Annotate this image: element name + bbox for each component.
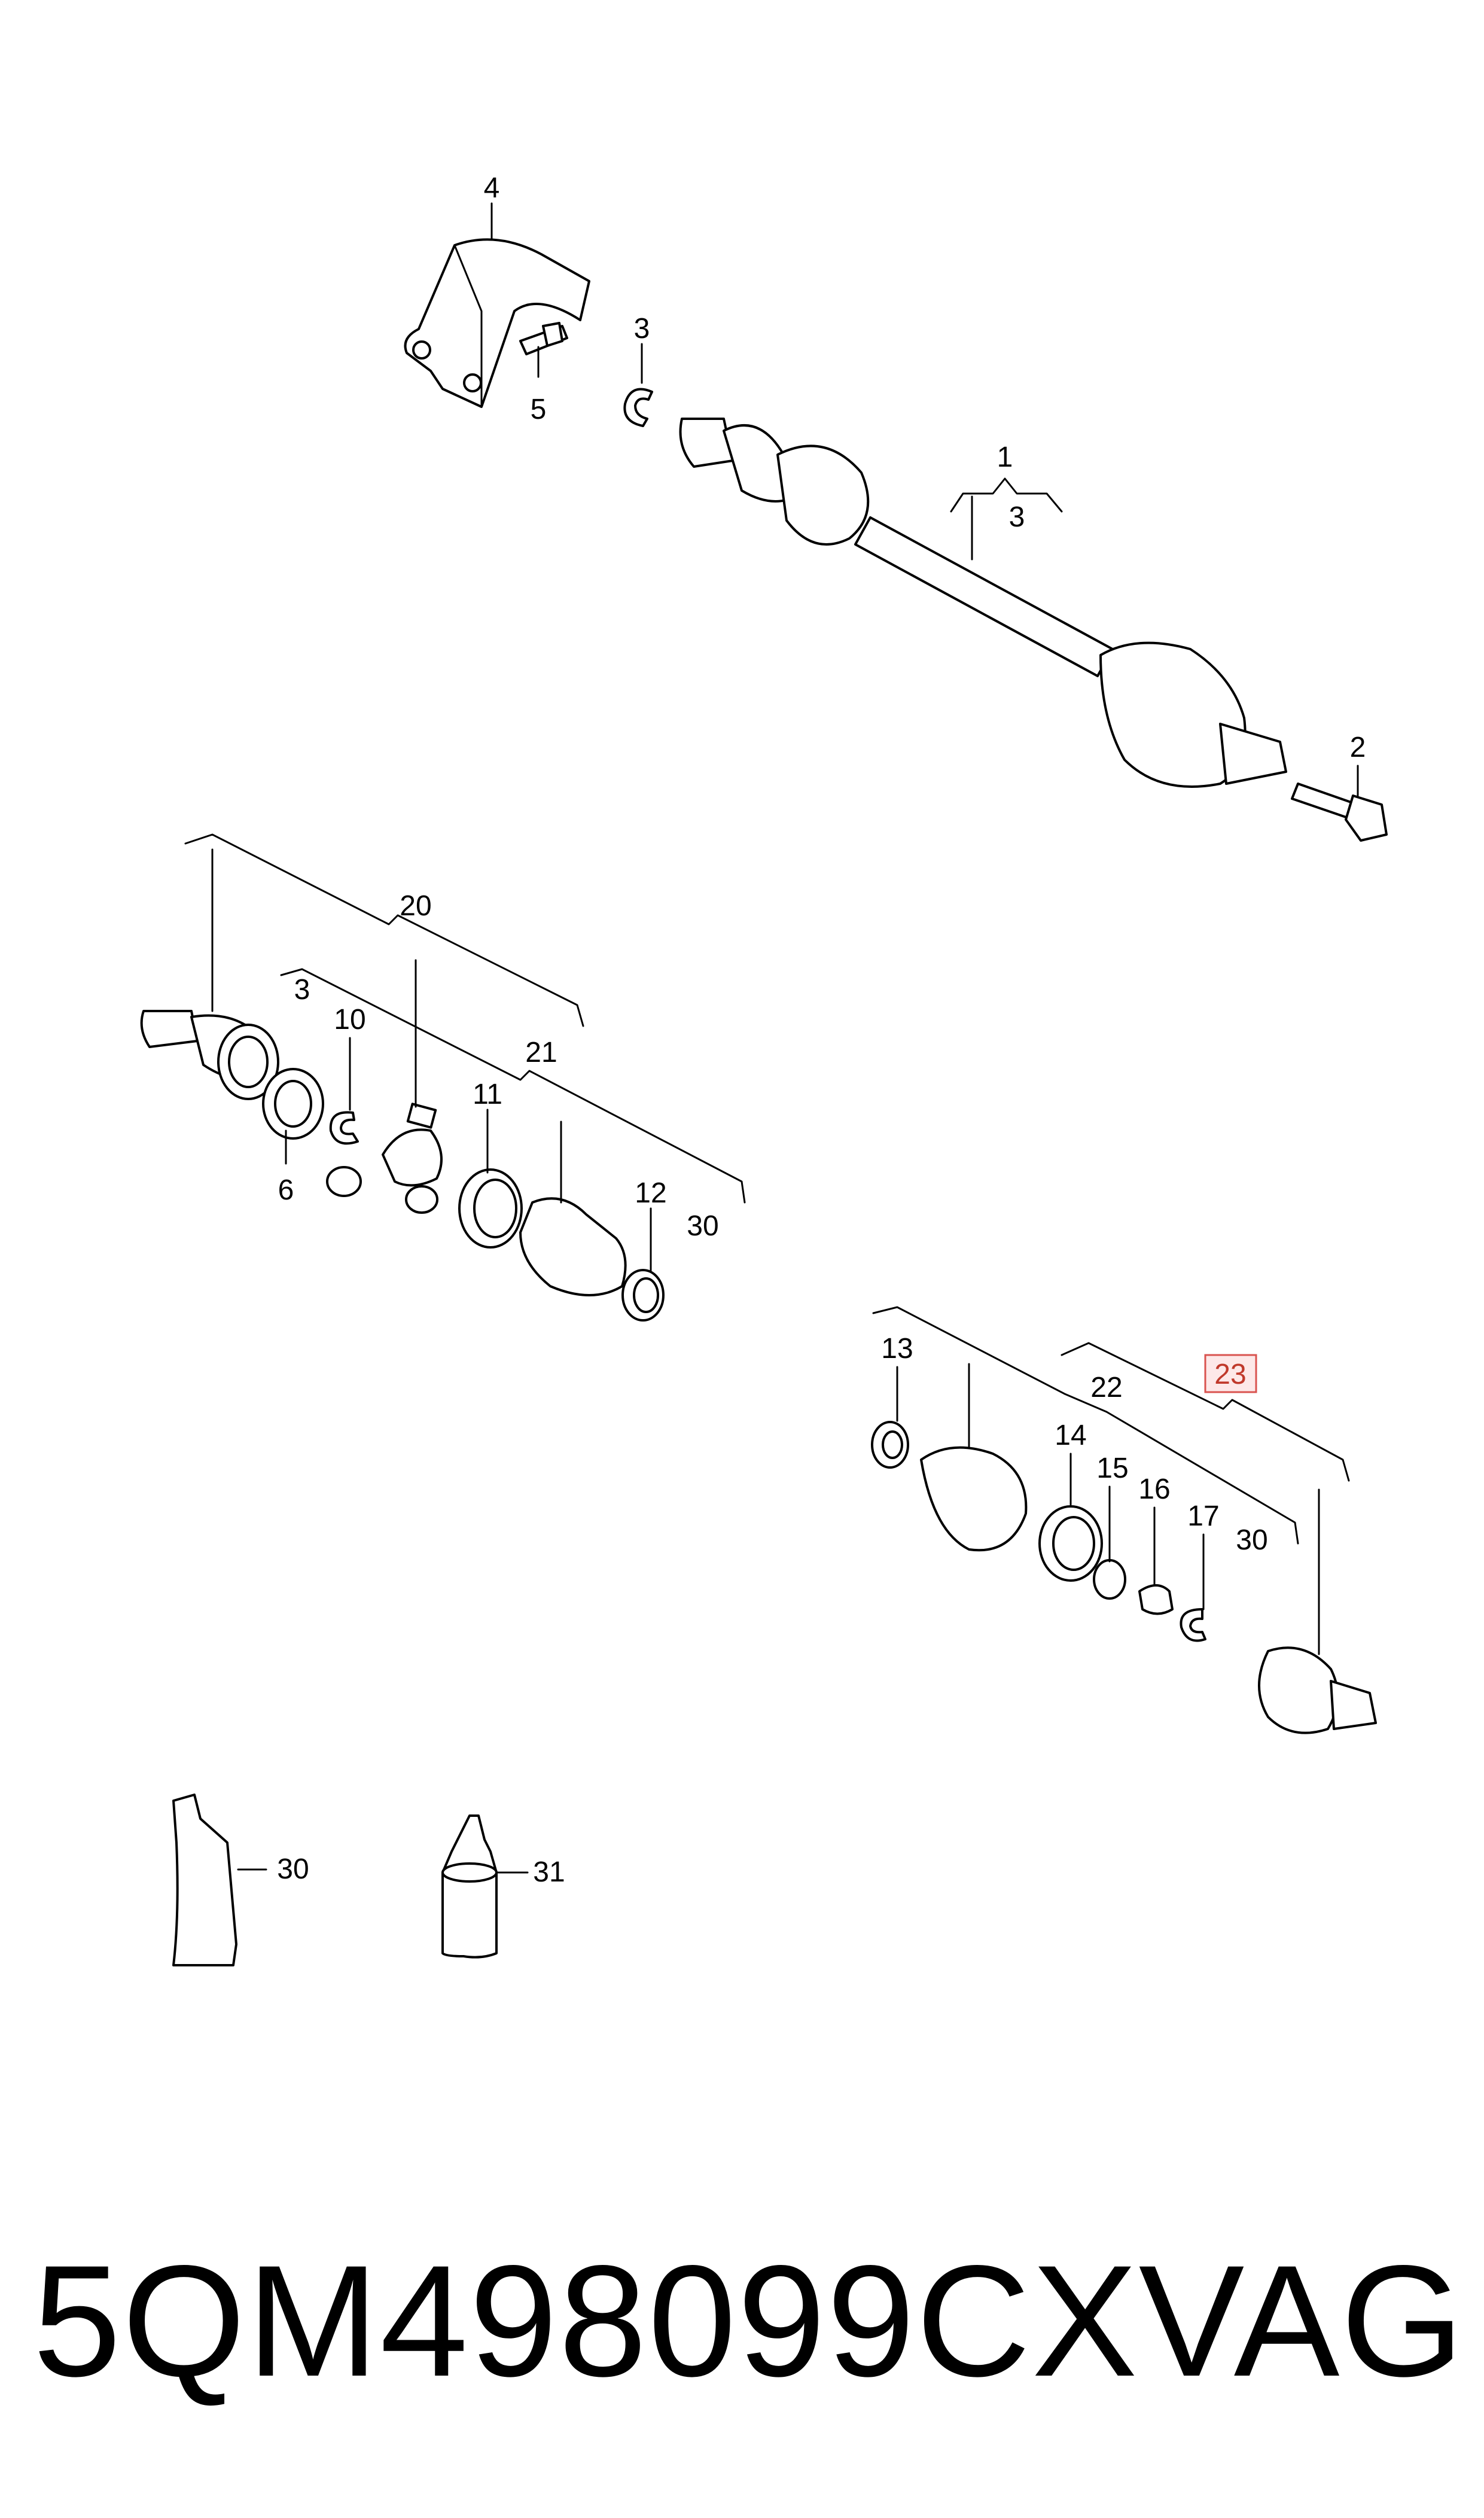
callout-22: 22 xyxy=(1090,1372,1122,1403)
callout-17: 17 xyxy=(1187,1500,1219,1532)
footer: 5QM498099CX VAG xyxy=(33,2225,1464,2417)
callout-15: 15 xyxy=(1096,1453,1128,1484)
callout-10: 10 xyxy=(334,1004,365,1036)
drive-shaft-assembly xyxy=(404,238,1388,842)
grease-tube xyxy=(172,1794,267,1966)
callout-labels: 4 5 3 1 3 2 20 3 10 21 11 6 12 30 13 22 … xyxy=(277,172,1366,1888)
callout-4: 4 xyxy=(484,172,500,204)
outer-joint-kit xyxy=(871,1421,1377,1734)
callout-30: 30 xyxy=(687,1210,718,1242)
callout-3: 3 xyxy=(294,974,310,1006)
callout-23: 23 xyxy=(1214,1359,1246,1390)
leader-lines xyxy=(184,202,1359,1655)
callout-12: 12 xyxy=(635,1177,666,1209)
callout-20: 20 xyxy=(400,890,431,922)
callout-1: 1 xyxy=(997,442,1013,473)
callout-3: 3 xyxy=(634,313,650,345)
callout-31: 31 xyxy=(533,1856,565,1888)
callout-5: 5 xyxy=(531,394,547,425)
callout-13: 13 xyxy=(881,1333,913,1365)
callout-2: 2 xyxy=(1350,732,1366,763)
callout-3: 3 xyxy=(1009,501,1025,533)
callout-21: 21 xyxy=(525,1037,557,1068)
callout-23-highlight: 23 xyxy=(1204,1354,1257,1393)
callout-14: 14 xyxy=(1055,1420,1086,1451)
callout-16: 16 xyxy=(1138,1473,1170,1505)
callout-30: 30 xyxy=(1236,1524,1267,1556)
callout-11: 11 xyxy=(473,1079,502,1110)
callout-30: 30 xyxy=(277,1853,309,1885)
brand-name: VAG xyxy=(1138,2232,1465,2410)
inner-joint-kit xyxy=(140,1010,665,1322)
part-number: 5QM498099CX xyxy=(33,2232,1139,2410)
sealant-bottle xyxy=(441,1814,529,1959)
callout-6: 6 xyxy=(278,1174,294,1206)
